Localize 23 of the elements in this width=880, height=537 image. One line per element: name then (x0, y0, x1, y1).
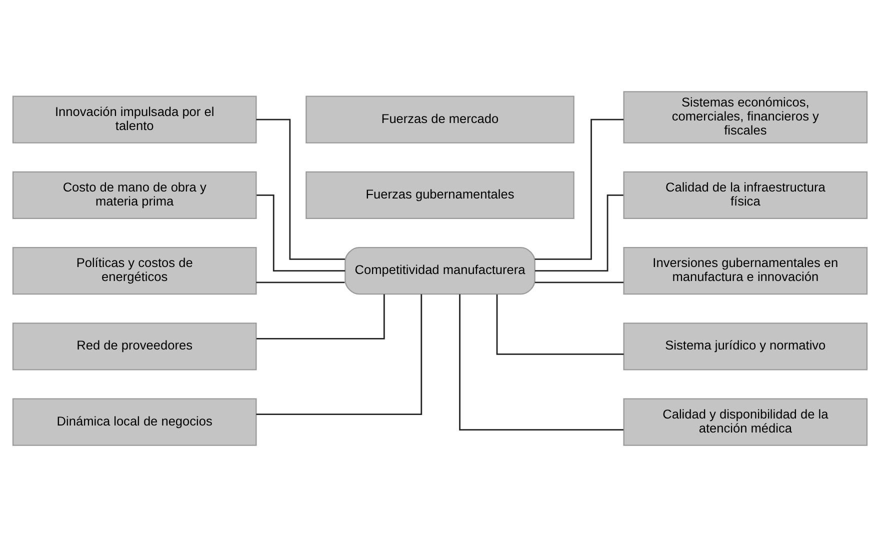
connector (256, 118, 345, 260)
node-box: Costo de mano de obra y materia prima (12, 171, 257, 220)
node-box: Dinámica local de negocios (12, 398, 257, 446)
connector (534, 118, 624, 260)
connector (256, 194, 346, 272)
node-box: Red de proveedores (12, 322, 257, 370)
connector (535, 194, 624, 272)
connector (534, 282, 624, 284)
node-box: Sistemas económicos, comerciales, financieros y fiscales (623, 91, 868, 144)
connector (256, 294, 422, 416)
node-box: Fuerzas gubernamentales (306, 171, 574, 220)
connector (256, 294, 385, 340)
connector (459, 294, 624, 431)
connector (256, 282, 345, 284)
node-box: Fuerzas de mercado (306, 96, 574, 144)
node-box: Calidad de la infraestructura física (623, 171, 868, 220)
node-box: Calidad y disponibilidad de la atención médica (623, 398, 868, 446)
node-box: Políticas y costos de energéticos (12, 246, 257, 295)
node-box: Inversiones gubernamentales en manufactura e innovación (623, 246, 868, 295)
node-box: Competitividad manufacturera (344, 246, 536, 295)
node-box: Innovación impulsada por el talento (12, 96, 257, 144)
connector (496, 294, 624, 355)
node-box: Sistema jurídico y normativo (623, 322, 868, 370)
